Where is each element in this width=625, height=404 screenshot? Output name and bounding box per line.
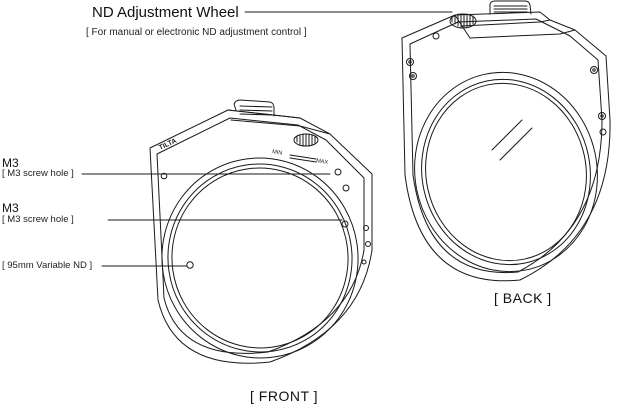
glass-reflection-icon (491, 119, 533, 161)
back-view-label: [ BACK ] (494, 290, 552, 306)
adjustment-wheel-icon (449, 13, 477, 29)
back-glass (414, 71, 598, 273)
front-glass (161, 157, 359, 359)
back-filter-frame (401, 11, 611, 282)
screw-bottom-desc: [ M3 screw hole ] (2, 214, 74, 225)
screw-bottom-title: M3 (2, 201, 19, 215)
filter-center-dot (186, 261, 194, 269)
filter-callout-desc: [ 95mm Variable ND ] (2, 260, 93, 271)
wheel-callout-title: ND Adjustment Wheel (92, 4, 239, 21)
back-screw-holes (406, 32, 607, 136)
max-text: MAX (316, 158, 329, 166)
front-filter-frame (149, 109, 373, 364)
mounting-tab-icon (489, 0, 532, 15)
screw-top-desc: [ M3 screw hole ] (2, 168, 74, 179)
front-adjustment-wheel (293, 133, 319, 147)
min-text: MIN (272, 149, 283, 157)
min-max-scale (289, 154, 317, 163)
screw-hole-icon (160, 168, 371, 265)
front-view-label: [ FRONT ] (250, 388, 319, 404)
screw-top-title: M3 (2, 156, 19, 170)
callout-leaders (81, 11, 453, 267)
front-mounting-tab (233, 99, 275, 117)
wheel-callout-desc: [ For manual or electronic ND adjustment… (86, 27, 307, 38)
